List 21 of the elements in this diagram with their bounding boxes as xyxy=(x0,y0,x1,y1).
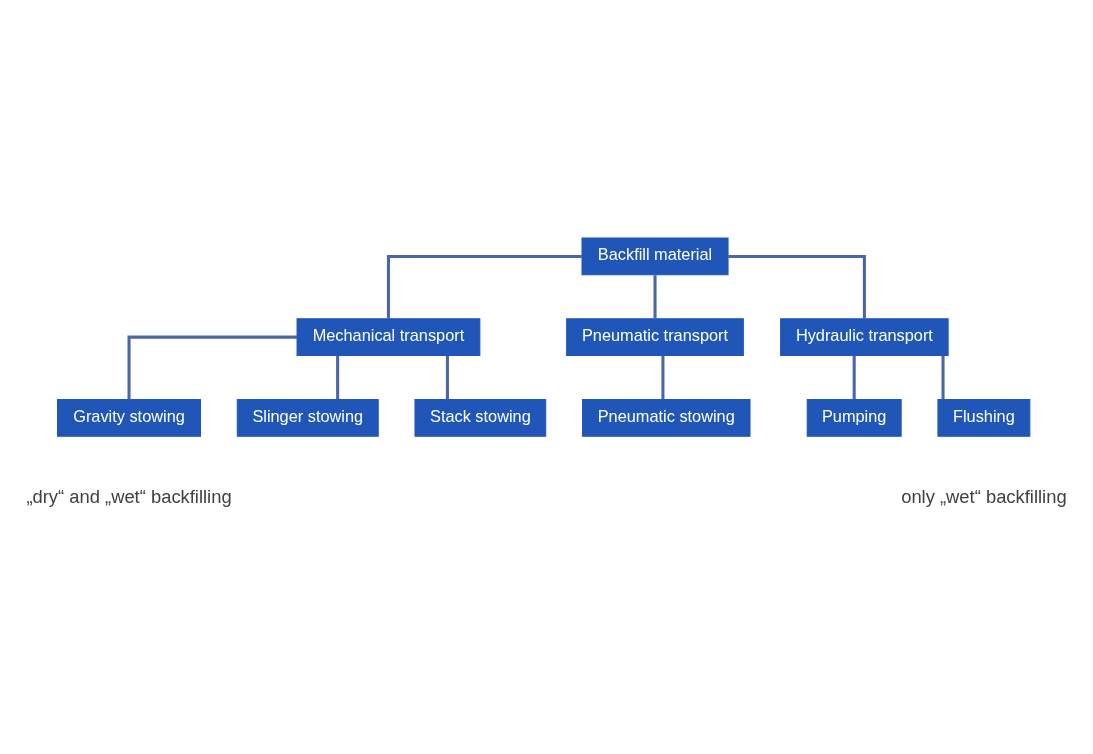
node-box: Pneumatic transport xyxy=(566,317,744,356)
connector xyxy=(336,355,340,399)
node-box: Mechanical transport xyxy=(296,317,481,356)
connector xyxy=(127,335,297,399)
connector xyxy=(941,355,945,399)
label: only „wet“ backfilling xyxy=(901,485,1067,507)
connector xyxy=(728,254,866,318)
label: „dry“ and „wet“ backfilling xyxy=(26,485,232,507)
connector xyxy=(445,355,449,399)
node-box: Slinger stowing xyxy=(236,398,379,437)
connector xyxy=(386,254,582,318)
node-box: Hydraulic transport xyxy=(780,317,949,356)
node-box: Stack stowing xyxy=(414,398,547,437)
node-box: Pumping xyxy=(806,398,902,437)
connector xyxy=(661,355,665,399)
node-box: Gravity stowing xyxy=(57,398,202,437)
node-box: Backfill material xyxy=(581,237,729,275)
node-box: Pneumatic stowing xyxy=(582,398,751,437)
connector xyxy=(653,274,657,319)
connector xyxy=(852,355,856,399)
node-box: Flushing xyxy=(937,398,1031,437)
